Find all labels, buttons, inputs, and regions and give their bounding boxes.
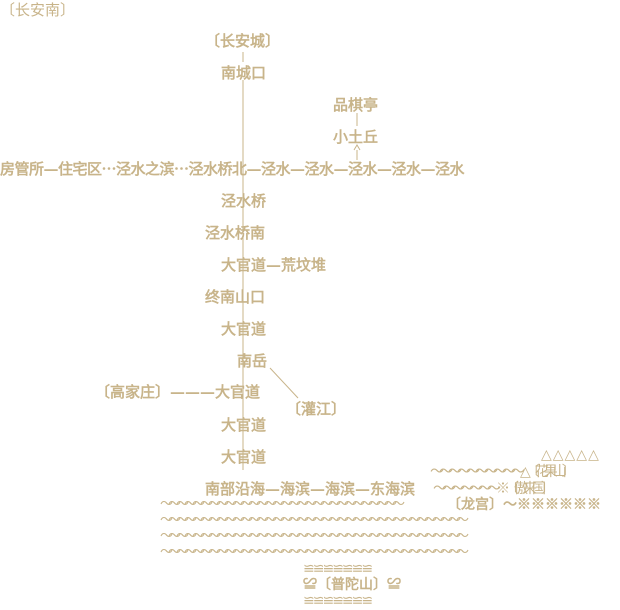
location-dagaundao-huangfen[interactable]: 大官道—荒坟堆 xyxy=(221,256,327,274)
sea-row-1: 〜〜〜〜〜〜〜〜〜〜〜〜〜〜〜〜〜〜〜〜〜〜〜〜〜〜〜〜〜〜 xyxy=(160,497,405,512)
location-gaojiazhuang-road[interactable]: 〔高家庄〕———大官道 xyxy=(95,383,261,401)
location-jingshui-bridge[interactable]: 泾水桥 xyxy=(221,192,267,210)
location-dagaundao-1[interactable]: 大官道 xyxy=(221,320,267,338)
location-putuoshan[interactable]: ≌〔普陀山〕≌ xyxy=(303,577,401,593)
location-huaguoshan[interactable]: 〜〜〜〜〜〜〜〜〜〜△〔花果山〕 xyxy=(430,464,576,480)
putuo-top-border: ≌≌≌≌≌≌≌ xyxy=(303,561,373,577)
location-row-jingshui[interactable]: 房管所—住宅区⋯泾水之滨⋯泾水桥北—泾水—泾水—泾水—泾水—泾水 xyxy=(0,160,465,178)
arrow-head xyxy=(353,144,361,151)
location-jingshui-bridge-south[interactable]: 泾水桥南 xyxy=(205,224,266,242)
connector-nanyue-to-guanjiang xyxy=(269,367,299,399)
sea-row-3: 〜〜〜〜〜〜〜〜〜〜〜〜〜〜〜〜〜〜〜〜〜〜〜〜〜〜〜〜〜〜〜〜〜〜〜〜〜〜 xyxy=(160,529,469,544)
location-guanjiang[interactable]: 〔灌江〕 xyxy=(286,400,347,418)
location-dagaundao-2[interactable]: 大官道 xyxy=(221,416,267,434)
triangles-row: △△△△△ xyxy=(541,447,600,463)
sea-row-2: 〜〜〜〜〜〜〜〜〜〜〜〜〜〜〜〜〜〜〜〜〜〜〜〜〜〜〜〜〜〜〜〜〜〜〜〜〜〜 xyxy=(160,513,469,528)
sea-row-4: 〜〜〜〜〜〜〜〜〜〜〜〜〜〜〜〜〜〜〜〜〜〜〜〜〜〜〜〜〜〜〜〜〜〜〜〜〜〜 xyxy=(160,545,469,560)
location-changan-city[interactable]: 〔长安城〕 xyxy=(205,32,281,50)
location-pinqi-ting[interactable]: 品棋亭 xyxy=(333,96,379,114)
location-south-gate[interactable]: 南城口 xyxy=(221,64,267,82)
location-zhongnan-pass[interactable]: 终南山口 xyxy=(205,288,266,306)
location-nanyue[interactable]: 南岳 xyxy=(237,352,268,370)
putuo-bottom-border: ≌≌≌≌≌≌≌ xyxy=(303,593,373,609)
location-aolaiguo[interactable]: 〜〜〜〜〜〜〜※〔傲来国〕 xyxy=(433,481,555,497)
location-coast-row[interactable]: 南部沿海—海滨—海滨—东海滨 xyxy=(205,480,416,498)
location-xiao-tuqiu[interactable]: 小土丘 xyxy=(333,128,379,146)
location-longgong[interactable]: 〔龙宫〕〜※※※※※※ xyxy=(447,497,601,513)
corner-title: 〔长安南〕 xyxy=(0,1,76,19)
location-dagaundao-3[interactable]: 大官道 xyxy=(221,448,267,466)
